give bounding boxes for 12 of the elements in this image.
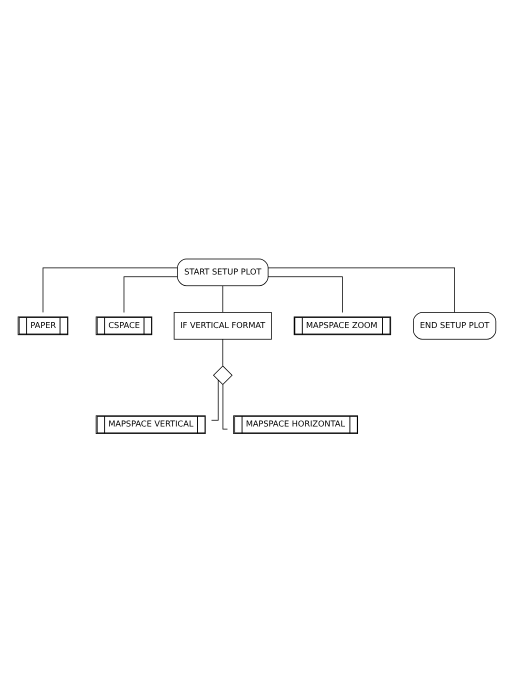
node-diamond bbox=[212, 364, 232, 385]
connector bbox=[267, 276, 342, 312]
node-box: END SETUP PLOT bbox=[412, 312, 496, 340]
connector bbox=[42, 267, 178, 312]
connector bbox=[222, 284, 223, 312]
connector bbox=[222, 384, 228, 429]
node-box: IF VERTICAL FORMAT bbox=[173, 312, 272, 340]
connector bbox=[267, 267, 454, 312]
connector bbox=[210, 379, 218, 420]
connector bbox=[222, 338, 223, 366]
connector bbox=[123, 276, 178, 312]
node-box: START SETUP PLOT bbox=[176, 258, 268, 286]
